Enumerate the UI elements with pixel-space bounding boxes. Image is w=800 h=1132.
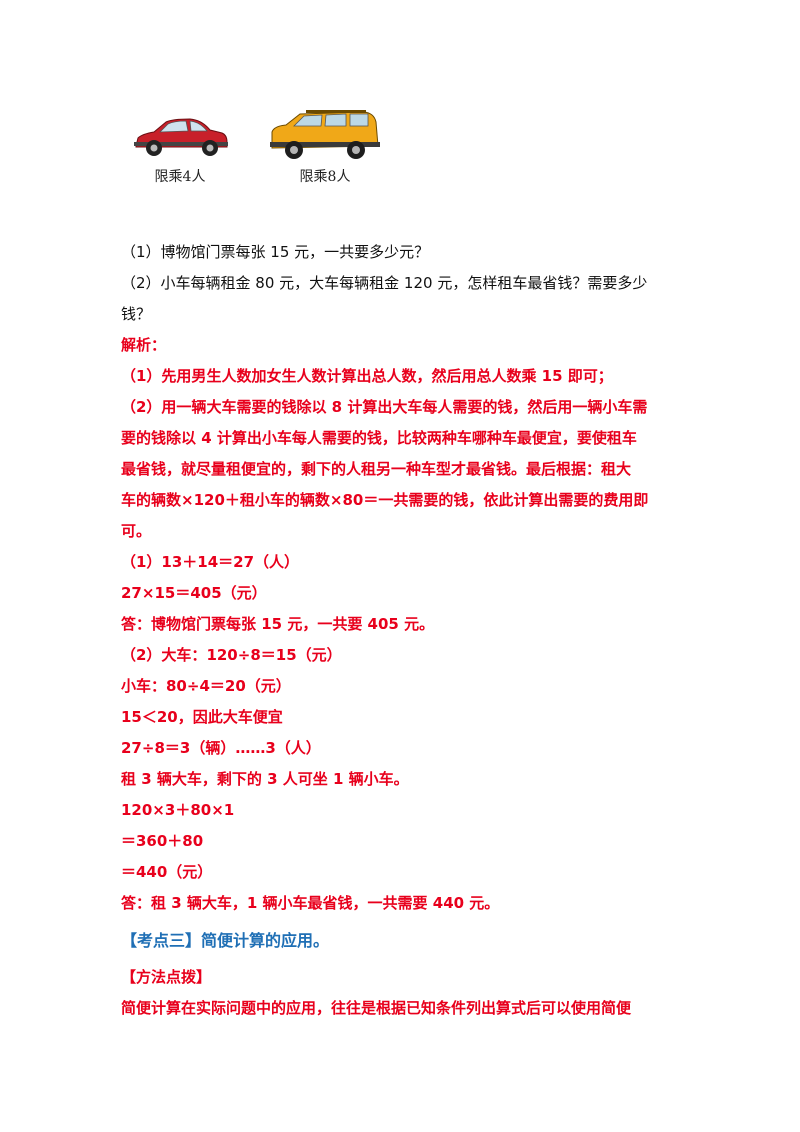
question-2-continued: 钱？ [121,305,152,323]
document-body: （1）博物馆门票每张 15 元，一共要多少元？ （2）小车每辆租金 80 元，大… [121,237,681,1024]
large-car-figure: 限乘8人 [266,108,384,186]
question-1: （1）博物馆门票每张 15 元，一共要多少元？ [121,243,430,261]
small-car-icon [134,118,228,156]
analysis-heading: 解析： [121,336,167,354]
solution-line: ＝360＋80 [121,832,204,850]
analysis-line: （1）先用男生人数加女生人数计算出总人数，然后用总人数乘 15 即可； [121,367,613,385]
solution-line: 120×3＋80×1 [121,801,235,819]
small-car-label: 限乘4人 [154,169,206,185]
large-car-label: 限乘8人 [299,169,351,185]
solution-line: （1）13＋14＝27（人） [121,553,300,571]
answer-line: 答：博物馆门票每张 15 元，一共要 405 元。 [121,615,435,633]
analysis-line: 最省钱，就尽量租便宜的，剩下的人租另一种车型才最省钱。最后根据：租大 [121,460,632,478]
analysis-line: 车的辆数×120＋租小车的辆数×80＝一共需要的钱，依此计算出需要的费用即 [121,491,649,509]
large-car-icon [270,110,380,159]
solution-line: 小车：80÷4＝20（元） [121,677,291,695]
small-car-figure: 限乘4人 [128,112,232,186]
method-heading: 【方法点拨】 [121,968,212,986]
analysis-line: 要的钱除以 4 计算出小车每人需要的钱，比较两种车哪种车最便宜，要使租车 [121,429,637,447]
analysis-line: （2）用一辆大车需要的钱除以 8 计算出大车每人需要的钱，然后用一辆小车需 [121,398,648,416]
solution-line: 27×15＝405（元） [121,584,267,602]
answer-line: 答：租 3 辆大车，1 辆小车最省钱，一共需要 440 元。 [121,894,500,912]
solution-line: （2）大车：120÷8＝15（元） [121,646,342,664]
section-title: 【考点三】简便计算的应用。 [121,931,330,950]
solution-line: 15＜20，因此大车便宜 [121,708,283,726]
solution-line: ＝440（元） [121,863,213,881]
solution-line: 27÷8＝3（辆）……3（人） [121,739,321,757]
analysis-line: 可。 [121,522,152,540]
question-2: （2）小车每辆租金 80 元，大车每辆租金 120 元，怎样租车最省钱？需要多少 [121,274,648,292]
method-line: 简便计算在实际问题中的应用，往往是根据已知条件列出算式后可以使用简便 [121,999,632,1017]
solution-line: 租 3 辆大车，剩下的 3 人可坐 1 辆小车。 [121,770,409,788]
